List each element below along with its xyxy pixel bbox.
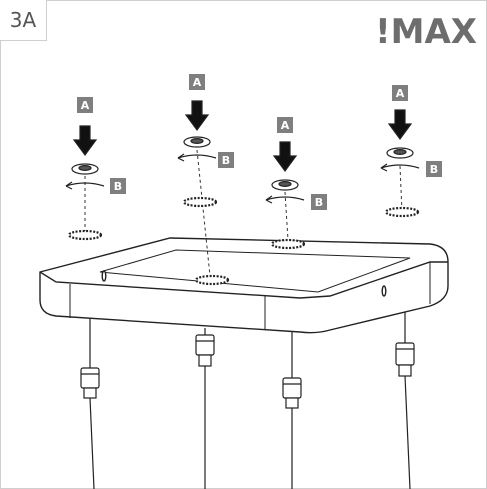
star-washer-icon [384,206,420,218]
step-labels: A B A B A B A B [77,74,442,210]
guide-lines [84,149,403,277]
star-washer-icon [270,238,306,250]
fixings [65,100,420,286]
star-washer-icon [67,229,103,241]
label-b-4: B [426,161,442,177]
frame-inner-opening [99,249,411,293]
rotate-arrow-icon [65,182,105,187]
svg-text:B: B [315,196,323,209]
arrow-down-icon [272,141,298,173]
svg-text:A: A [193,76,202,89]
svg-text:B: B [430,163,438,176]
cable-grippers [80,334,415,409]
label-a-4: A [392,85,408,101]
cable-gripper-1 [80,367,100,399]
mount-hole-2 [381,285,387,297]
cable-gripper-3 [282,377,302,409]
label-b-1: B [110,178,126,194]
mount-hole-1 [101,270,107,282]
label-a-3: A [277,117,293,133]
luminaire-frame [39,237,449,334]
cable-gripper-2 [195,334,215,367]
rotate-arrow-icon [380,164,420,169]
svg-text:A: A [396,87,405,100]
label-b-2: B [218,152,234,168]
cable-gripper-4 [395,342,415,377]
svg-text:A: A [81,99,90,112]
cable-lower-4 [404,375,411,489]
label-b-3: B [311,194,327,210]
fixing-set-1 [65,125,105,241]
label-a-1: A [77,97,93,113]
fixing-set-2 [177,100,230,286]
rotate-arrow-icon [177,154,217,159]
step-number: 3A [0,0,47,41]
label-a-2: A [189,74,205,90]
svg-text:B: B [114,180,122,193]
arrow-down-icon [184,100,210,132]
arrow-down-icon [72,125,98,157]
svg-text:B: B [222,154,230,167]
star-washer-fitted-icon [194,274,230,286]
brand-logo: !MAX [375,12,477,52]
fixing-set-4 [380,109,420,218]
rotate-arrow-icon [265,196,305,201]
cable-lower-1 [89,397,95,489]
svg-text:A: A [281,119,290,132]
frame-top-edge [39,261,448,299]
arrow-down-icon [387,109,413,141]
fixing-set-3 [265,141,306,250]
star-washer-icon [182,196,218,208]
